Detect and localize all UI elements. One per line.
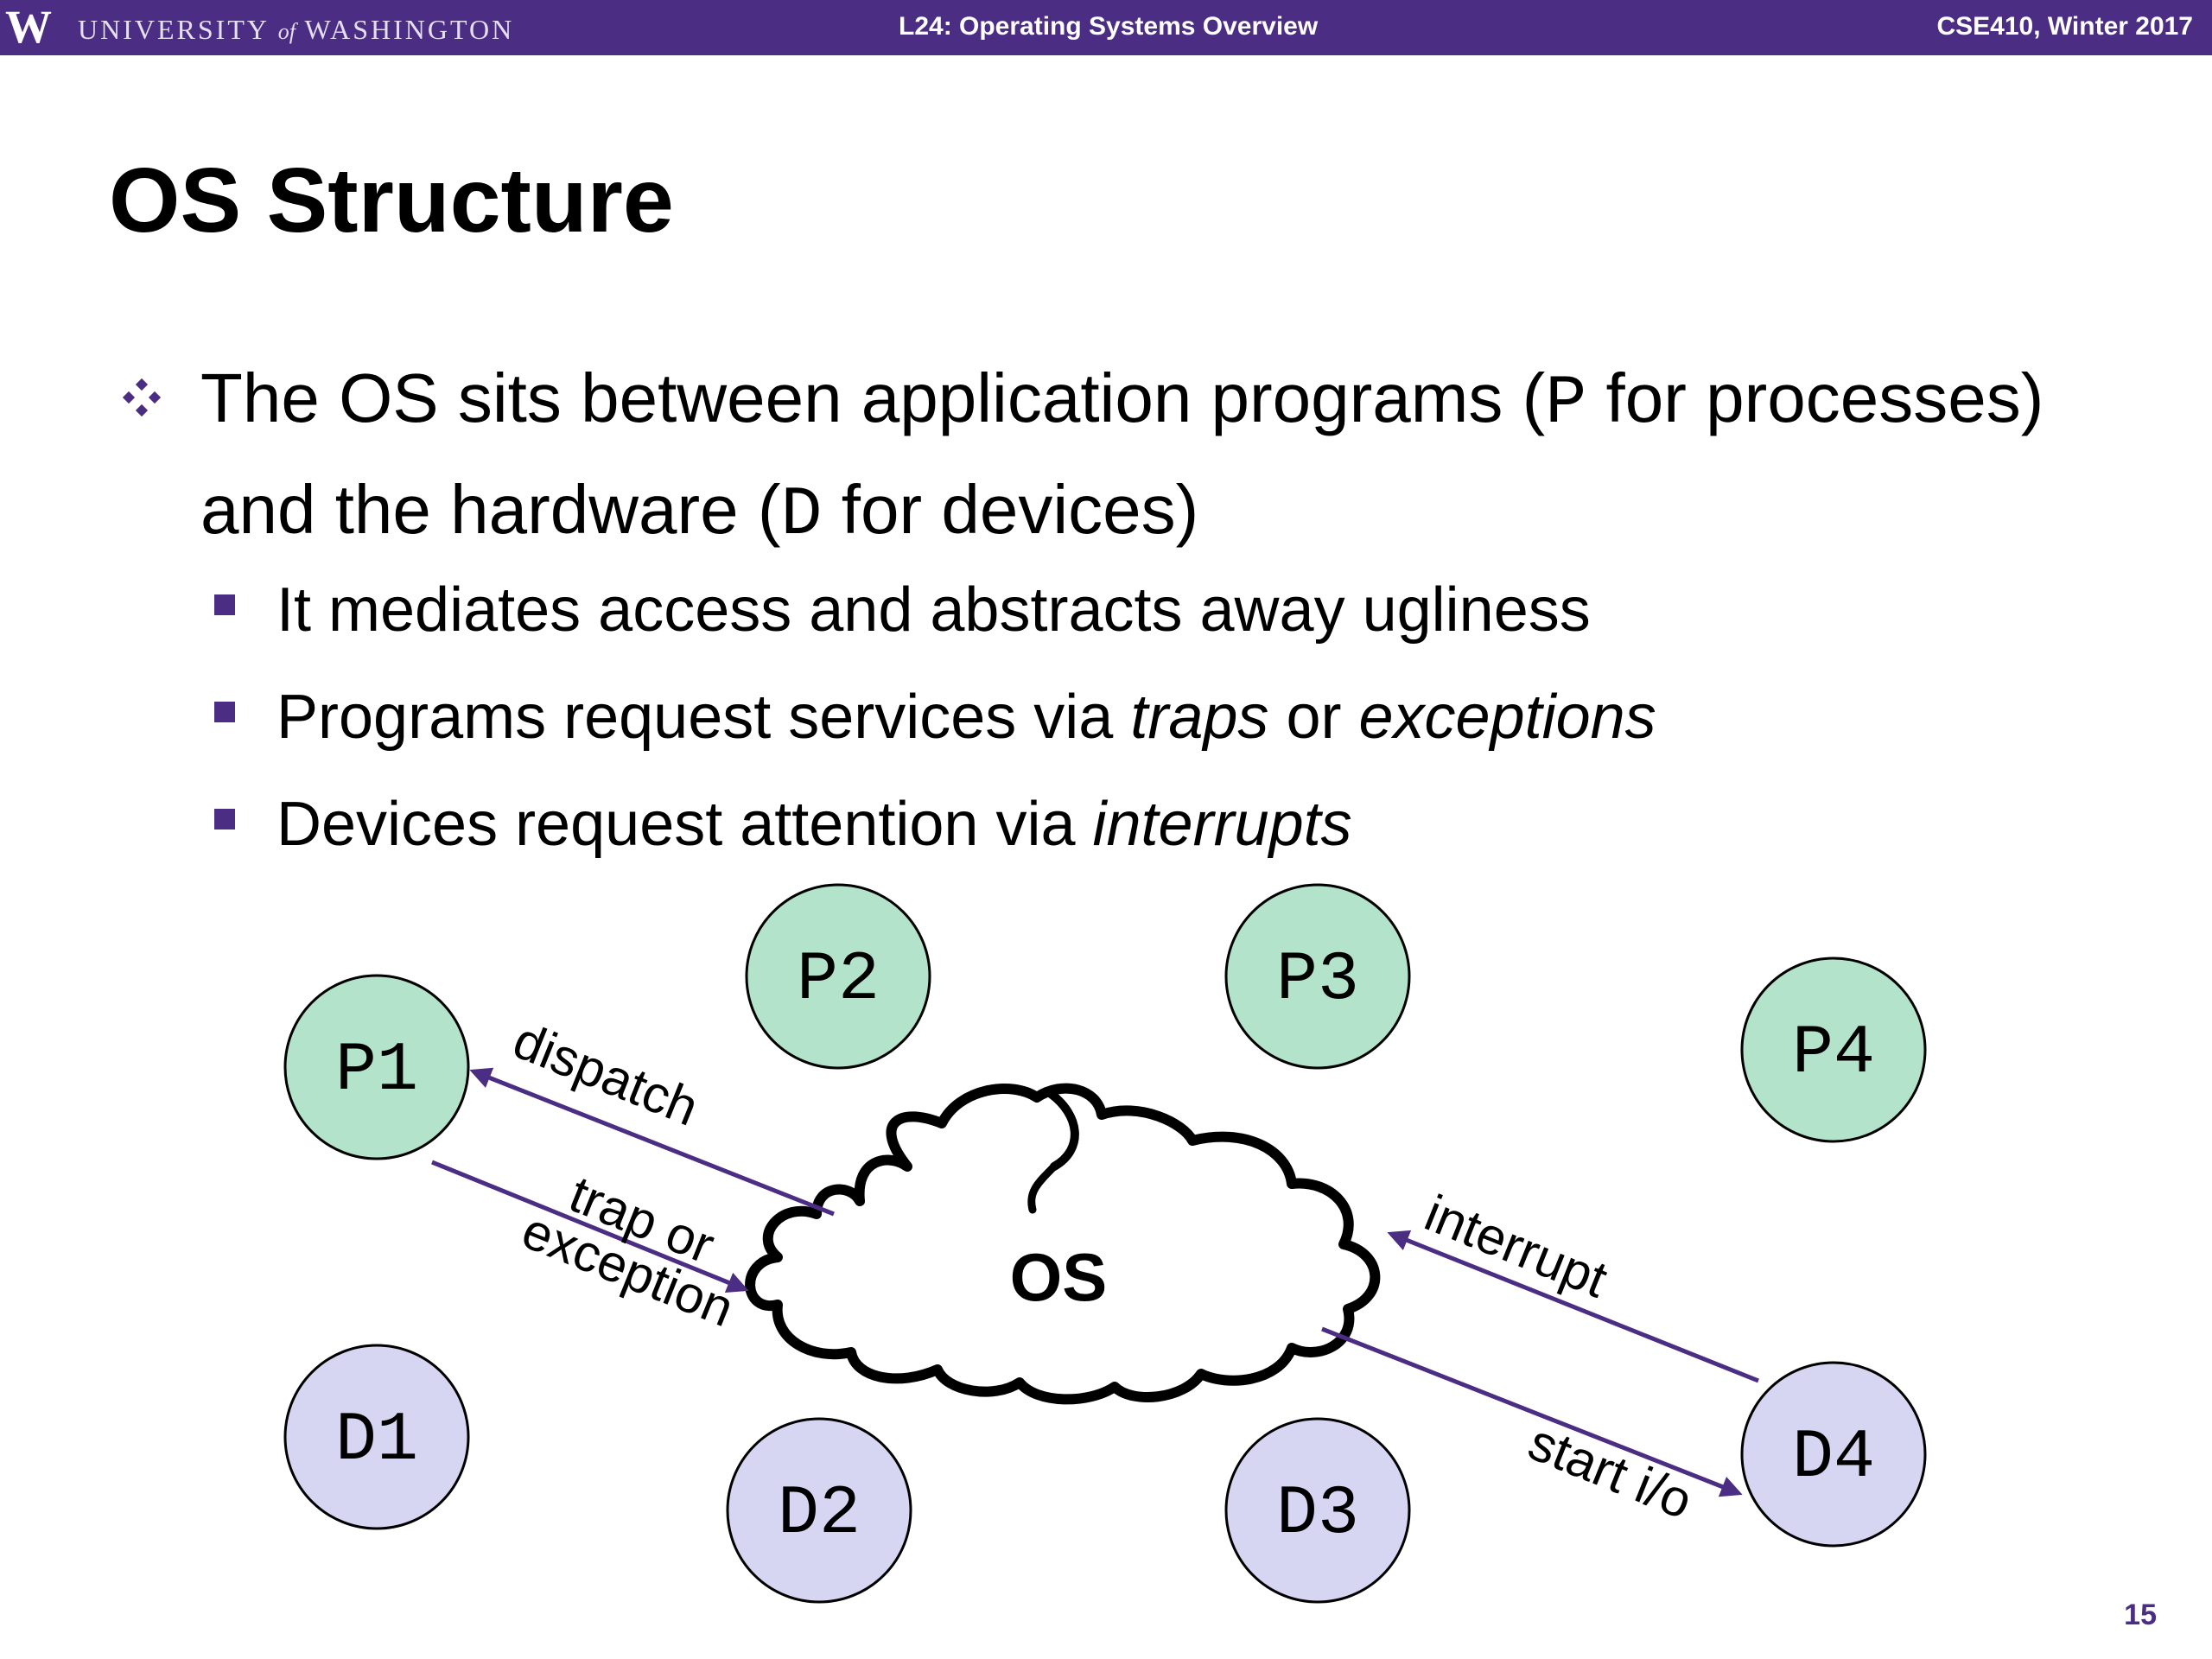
process-p2: P2 (745, 883, 931, 1070)
slide-title: OS Structure (109, 149, 674, 251)
university-name: UNIVERSITY of WASHINGTON (78, 14, 514, 46)
header-bar: W UNIVERSITY of WASHINGTON L24: Operatin… (0, 0, 2212, 55)
device-d3: D3 (1224, 1417, 1411, 1604)
sub-bullet-3-pre: Devices request attention via (276, 790, 1093, 859)
start-io-label: start i/o (1521, 1413, 1700, 1530)
os-label: OS (1010, 1239, 1108, 1315)
process-letter: P (1545, 365, 1587, 443)
sub-bullet-3: Devices request attention via interrupts (276, 785, 1352, 864)
process-p2-label: P2 (797, 941, 880, 1020)
process-p3: P3 (1224, 883, 1411, 1070)
lecture-title: L24: Operating Systems Overview (899, 12, 1319, 41)
os-cloud: OS (745, 1083, 1381, 1405)
main-bullet-part1: The OS sits between application programs… (200, 359, 1546, 436)
page-number: 15 (2124, 1599, 2157, 1631)
process-p4-label: P4 (1792, 1014, 1875, 1093)
sub-bullet-3-interrupts: interrupts (1092, 790, 1352, 859)
dispatch-label: dispatch (505, 1011, 706, 1137)
dispatch-arrow (469, 1067, 835, 1217)
main-bullet-part3: for devices) (822, 471, 1199, 548)
process-p3-label: P3 (1276, 941, 1359, 1020)
square-bullet-icon (214, 702, 235, 722)
university-name-post: WASHINGTON (304, 14, 515, 45)
uw-w-logo: W (5, 1, 52, 53)
process-p1-label: P1 (335, 1032, 418, 1110)
interrupt-arrow (1387, 1230, 1759, 1383)
university-name-pre: UNIVERSITY (78, 14, 269, 45)
main-bullet-part2: for processes) and the hardware ( (200, 359, 2044, 548)
sub-bullet-2-or: or (1268, 683, 1359, 752)
course-label: CSE410, Winter 2017 (1936, 12, 2193, 41)
square-bullet-icon (214, 594, 235, 615)
interrupt-label: interrupt (1417, 1184, 1615, 1309)
process-p4: P4 (1740, 957, 1927, 1143)
device-d1-label: D1 (335, 1402, 418, 1480)
university-name-of: of (277, 19, 296, 44)
process-p1: P1 (283, 974, 470, 1160)
main-bullet: The OS sits between application programs… (200, 346, 2058, 569)
device-d4: D4 (1740, 1361, 1927, 1548)
device-d3-label: D3 (1276, 1475, 1359, 1554)
square-bullet-icon (214, 809, 235, 830)
sub-bullet-2-exceptions: exceptions (1358, 683, 1656, 752)
sub-bullet-2: Programs request services via traps or e… (276, 677, 1656, 757)
device-d2: D2 (726, 1417, 912, 1604)
device-d1: D1 (283, 1344, 470, 1530)
device-d2-label: D2 (778, 1475, 861, 1554)
diamond-bullet-icon (122, 378, 162, 417)
sub-bullet-2-traps: traps (1130, 683, 1269, 752)
device-letter: D (780, 476, 823, 555)
trap-arrow (431, 1160, 749, 1294)
device-d4-label: D4 (1792, 1419, 1875, 1497)
sub-bullet-1: It mediates access and abstracts away ug… (276, 575, 1591, 645)
sub-bullet-2-pre: Programs request services via (276, 683, 1131, 752)
start-io-arrow (1321, 1326, 1743, 1497)
